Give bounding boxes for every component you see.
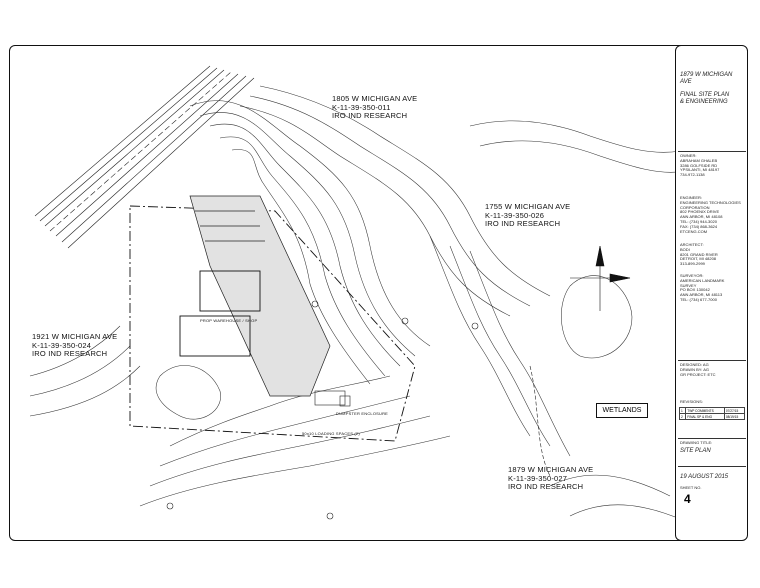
tree-symbols — [166, 300, 479, 520]
building-label: PROP WAREHOUSE / SHOP — [200, 318, 258, 323]
surveyor-info: SURVEYOR: AMERICAN LANDMARK SURVEY PO BO… — [680, 273, 725, 302]
michigan-ave-road — [34, 65, 255, 249]
designer-info: DESIGNED: AG DRAWN BY: AG GR PROJECT: ET… — [680, 362, 716, 377]
topographic-contours — [29, 85, 686, 522]
proposed-building — [179, 270, 261, 357]
parcel-east-label: 1755 W MICHIGAN AVE K-11-39-350-026 IRO … — [485, 202, 571, 228]
table-row: 2 FINAL SP & ENG 08/19/15 — [678, 413, 746, 420]
loading-label: 50x10 LOADING SPACES (2) — [302, 431, 360, 436]
sheet-number: 4 — [684, 492, 691, 506]
loading-area — [314, 390, 351, 407]
dumpster-label: DUMPSTER ENCLOSURE — [336, 411, 389, 416]
divider — [678, 360, 746, 361]
drawing-name: FINAL SITE PLAN & ENGINEERING — [680, 92, 730, 105]
divider — [678, 438, 746, 439]
drawing-title: SITE PLAN — [680, 448, 711, 454]
sheet-heading: SHEET NO. — [680, 485, 702, 490]
north-arrow — [570, 245, 631, 311]
divider — [678, 151, 746, 152]
property-boundary — [129, 205, 416, 442]
owner-info: OWNER: ABRAHAM GHALEB 3286 GOLFSIDE RD Y… — [680, 153, 720, 178]
engineer-info: ENGINEER: ENGINEERING TECHNOLOGIES CORPO… — [680, 195, 741, 234]
project-name: 1879 W MICHIGAN AVE — [680, 72, 733, 85]
architect-info: ARCHITECT: BODI 8201 GRAND RIVER DETROIT… — [680, 242, 718, 267]
site-plan-drawing — [29, 65, 686, 522]
parcel-north-label: 1805 W MICHIGAN AVE K-11-39-350-011 IRO … — [332, 94, 418, 120]
revisions-heading: REVISIONS: — [680, 399, 703, 404]
wetland-boundary-line — [529, 365, 551, 477]
drawing-date: 19 AUGUST 2015 — [680, 474, 729, 480]
revisions-table: 1 TWP COMMENTS 07/27/15 2 FINAL SP & ENG… — [678, 407, 746, 420]
title-block: 1879 W MICHIGAN AVE FINAL SITE PLAN & EN… — [675, 45, 748, 541]
divider — [678, 466, 746, 467]
drawing-title-heading: DRAWING TITLE: — [680, 440, 713, 445]
site-plan-sheet: 1805 W MICHIGAN AVE K-11-39-350-011 IRO … — [9, 45, 688, 541]
parcel-south-label: 1879 W MICHIGAN AVE K-11-39-350-027 IRO … — [508, 465, 594, 491]
wetlands-label: WETLANDS — [596, 403, 648, 418]
parcel-west-label: 1921 W MICHIGAN AVE K-11-39-350-024 IRO … — [32, 332, 118, 358]
